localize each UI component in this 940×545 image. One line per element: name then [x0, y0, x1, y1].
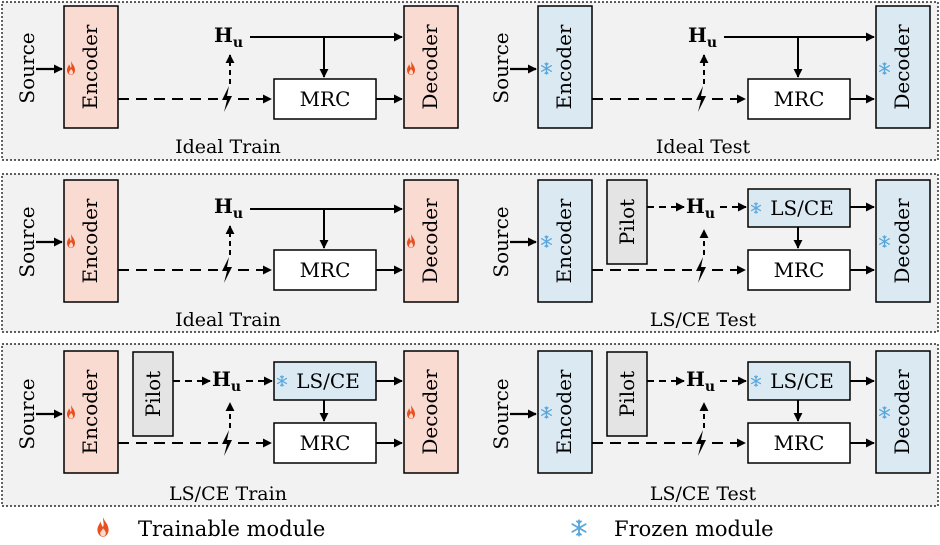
- row1-right-diagram: Source Encoder Hu MRC Decoder Ideal Test: [489, 5, 931, 158]
- h-u-label: Hu: [686, 194, 715, 222]
- pilot-block: [606, 351, 648, 437]
- legend-frozen-label: Frozen module: [614, 517, 774, 541]
- encoder-label: Encoder: [78, 198, 102, 283]
- caption-row3-right: LS/CE Test: [650, 483, 757, 505]
- caption-row1-right: Ideal Test: [656, 136, 751, 158]
- encoder-label: Encoder: [552, 24, 576, 109]
- snowflake-icon: [571, 519, 587, 537]
- h-u-label: Hu: [214, 23, 243, 51]
- mrc-block: [273, 422, 377, 464]
- mrc-block: [273, 78, 377, 120]
- pilot-block: [606, 179, 648, 265]
- source-label: Source: [15, 378, 39, 449]
- decoder-label: Decoder: [418, 198, 442, 284]
- mrc-block: [273, 249, 377, 291]
- caption-row2-left: Ideal Train: [175, 309, 281, 331]
- legend-trainable-label: Trainable module: [138, 517, 325, 541]
- decoder-label: Decoder: [418, 24, 442, 110]
- ls-ce-label: LS/CE: [296, 369, 360, 393]
- encoder-label: Encoder: [78, 24, 102, 109]
- caption-row2-right: LS/CE Test: [650, 309, 757, 331]
- mrc-block: [747, 249, 851, 291]
- row2-left-diagram: Source Encoder Hu MRC Decoder Ideal Trai…: [15, 179, 459, 331]
- decoder-label: Decoder: [890, 24, 914, 110]
- mrc-label: MRC: [774, 258, 825, 282]
- ls-ce-block: [747, 188, 851, 228]
- caption-row1-left: Ideal Train: [175, 136, 281, 158]
- ls-ce-label: LS/CE: [770, 369, 834, 393]
- row3-right-diagram: Source Encoder Pilot Hu LS/CE MRC Decode…: [489, 350, 931, 505]
- row1-left-diagram: Source Encoder Hu MRC Decoder Ideal Trai…: [15, 5, 459, 158]
- h-u-label: Hu: [212, 367, 241, 395]
- pilot-label: Pilot: [615, 199, 639, 245]
- encoder-label: Encoder: [552, 198, 576, 283]
- encoder-label: Encoder: [552, 369, 576, 454]
- decoder-label: Decoder: [890, 369, 914, 455]
- h-u-label: Hu: [214, 194, 243, 222]
- mrc-label: MRC: [774, 431, 825, 455]
- source-label: Source: [489, 206, 513, 277]
- h-u-label: Hu: [688, 23, 717, 51]
- mrc-label: MRC: [300, 431, 351, 455]
- pilot-label: Pilot: [141, 371, 165, 417]
- mrc-label: MRC: [300, 258, 351, 282]
- row3-left-diagram: Source Encoder Pilot Hu LS/CE MRC Decode…: [15, 350, 459, 505]
- pilot-block: [132, 351, 174, 437]
- h-u-label: Hu: [686, 367, 715, 395]
- source-label: Source: [15, 32, 39, 103]
- encoder-label: Encoder: [78, 369, 102, 454]
- caption-row3-left: LS/CE Train: [169, 483, 287, 505]
- decoder-label: Decoder: [418, 369, 442, 455]
- decoder-label: Decoder: [890, 198, 914, 284]
- mrc-label: MRC: [300, 87, 351, 111]
- source-label: Source: [15, 206, 39, 277]
- row2-right-diagram: Source Encoder Pilot Hu LS/CE MRC Decode…: [489, 179, 931, 331]
- legend: Trainable module Frozen module: [97, 517, 774, 541]
- mrc-label: MRC: [774, 87, 825, 111]
- source-label: Source: [489, 378, 513, 449]
- flame-icon: [97, 517, 109, 537]
- mrc-block: [747, 78, 851, 120]
- source-label: Source: [489, 32, 513, 103]
- pilot-label: Pilot: [615, 371, 639, 417]
- ls-ce-label: LS/CE: [770, 196, 834, 220]
